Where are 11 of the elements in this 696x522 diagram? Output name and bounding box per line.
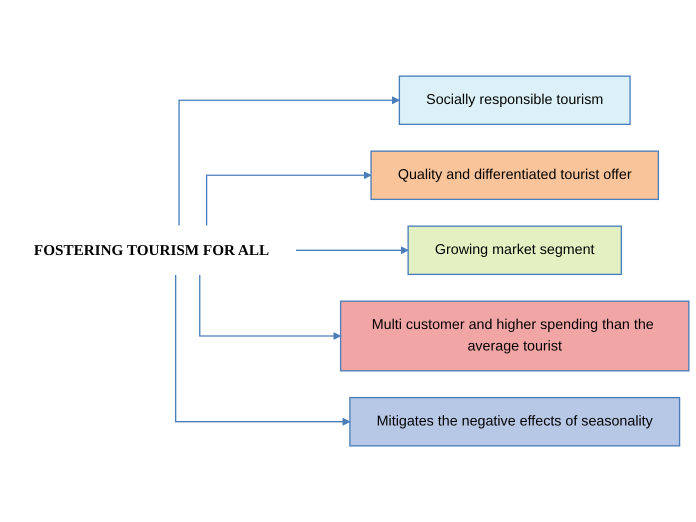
node-box: Growing market segment	[407, 226, 622, 276]
node-box: Socially responsible tourism	[398, 75, 631, 126]
node-text: FOSTERING TOURISM FOR ALL	[34, 242, 270, 259]
arrow	[295, 246, 408, 254]
arrow	[206, 171, 372, 226]
arrow	[174, 275, 350, 426]
node-box: Mitigates the negative effects of seasonality	[349, 396, 680, 446]
arrow	[199, 275, 341, 340]
arrow	[178, 96, 400, 226]
node-box: Quality and differentiated tourist offer	[370, 150, 660, 200]
node-box: Multi customer and higher spending than the average tourist	[340, 300, 690, 372]
